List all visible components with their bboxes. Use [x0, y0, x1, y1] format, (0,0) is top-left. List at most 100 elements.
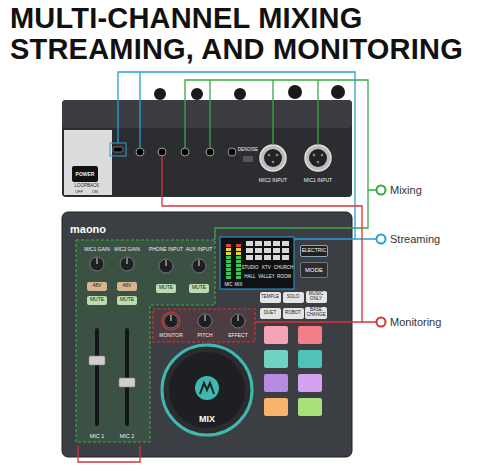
panel-rect: [226, 268, 231, 271]
panel-circle: [159, 259, 173, 273]
panel-rect: [298, 398, 322, 416]
panel-circle: [331, 85, 345, 99]
front-panel: [62, 212, 352, 457]
control-button: 48V: [87, 282, 107, 291]
control-button: MUTE: [117, 296, 137, 305]
panel-circle: [272, 161, 275, 164]
panel-circle: [164, 314, 178, 328]
panel-label: MIC 2: [120, 434, 135, 440]
panel-rect: [282, 241, 289, 246]
control-button: MUTE: [87, 296, 107, 305]
panel-rect: [264, 398, 288, 416]
callout-label: Mixing: [390, 185, 422, 196]
panel-rect: [236, 260, 241, 263]
panel-rect: [72, 166, 98, 182]
panel-circle: [268, 154, 271, 157]
panel-circle: [120, 257, 134, 271]
panel-label: OFF: [75, 190, 83, 194]
panel-rect: [282, 255, 289, 260]
panel-label: MIX: [199, 415, 215, 424]
panel-circle: [309, 149, 327, 167]
panel-rect: [298, 374, 322, 392]
panel-circle: [313, 154, 316, 157]
panel-circle: [181, 148, 189, 156]
button-text: BASE CHANGE: [306, 308, 325, 317]
panel-rect: [298, 326, 322, 344]
panel-rect: [226, 248, 231, 251]
panel-rect: [226, 264, 231, 267]
button-text: MUTE: [120, 297, 134, 302]
panel-line: [205, 315, 206, 321]
panel-rect: [226, 256, 231, 259]
panel-rect: [264, 326, 288, 344]
panel-path: [139, 72, 140, 148]
panel-circle: [264, 149, 282, 167]
panel-circle: [169, 352, 245, 428]
panel-rect: [62, 212, 352, 457]
panel-rect: [89, 356, 105, 365]
panel-rect: [236, 252, 241, 255]
panel-label: KTV: [262, 266, 271, 271]
panel-label: LOOPBACK: [75, 184, 100, 189]
panel-circle: [154, 88, 166, 100]
control-button: 48V: [117, 282, 137, 291]
panel-rect: [236, 256, 241, 259]
panel-label: MIC1 GAIN: [84, 247, 110, 252]
panel-label: MIX: [234, 282, 242, 287]
panel-rect: [273, 248, 280, 253]
effect-button: SOLO: [283, 292, 304, 303]
panel-rect: [246, 241, 253, 246]
panel-circle: [158, 148, 166, 156]
panel-line: [97, 258, 98, 264]
button-text: MUTE: [192, 285, 206, 290]
panel-g: [246, 241, 289, 260]
panel-circle: [377, 186, 386, 195]
panel-g: [226, 256, 241, 279]
panel-label: maono: [70, 224, 106, 235]
panel-label: STUDIO: [241, 266, 258, 271]
panel-rect: [220, 237, 294, 289]
button-text: ELECTRIC: [302, 248, 327, 253]
panel-label: MIC 1: [90, 434, 105, 440]
callout-label: Streaming: [390, 234, 440, 245]
callout-label: Monitoring: [390, 317, 441, 328]
panel-line: [238, 315, 239, 321]
panel-path: [255, 321, 362, 322]
panel-label: MIC2 INPUT: [259, 178, 287, 183]
panel-circle: [195, 376, 219, 400]
panel-path: [294, 238, 355, 239]
effect-button: ROBOT: [283, 308, 304, 319]
panel-label: PITCH: [198, 333, 213, 338]
panel-rect: [236, 276, 241, 279]
panel-rect: [264, 248, 271, 253]
panel-circle: [377, 318, 386, 327]
panel-rect: [264, 350, 288, 368]
panel-circle: [321, 154, 324, 157]
panel-rect: [264, 241, 271, 246]
panel-rect: [236, 244, 241, 247]
panel-rect: [236, 264, 241, 267]
panel-rect: [226, 244, 231, 247]
panel-g: [226, 244, 241, 247]
back-panel: [62, 85, 352, 197]
panel-rect: [255, 255, 262, 260]
button-text: 48V: [123, 283, 132, 288]
panel-g: [226, 248, 241, 255]
button-text: DUET: [264, 311, 276, 316]
panel-label: EFFECT: [228, 333, 247, 338]
panel-circle: [191, 88, 203, 100]
button-text: MODE: [305, 267, 323, 273]
panel-circle: [231, 314, 245, 328]
button-text: MUTE: [90, 297, 104, 302]
control-button: MODE: [300, 262, 328, 278]
panel-label: MONITOR: [159, 333, 183, 338]
button-text: 48V: [93, 283, 102, 288]
panel-rect: [119, 378, 135, 387]
control-button: MUTE: [189, 284, 209, 293]
effect-button: TEMPLE: [260, 292, 281, 303]
panel-rect: [113, 147, 123, 152]
control-button: ELECTRIC: [300, 245, 329, 257]
panel-rect: [264, 374, 288, 392]
panel-rect: [255, 241, 262, 246]
panel-label: PHONE INPUT: [149, 247, 183, 252]
